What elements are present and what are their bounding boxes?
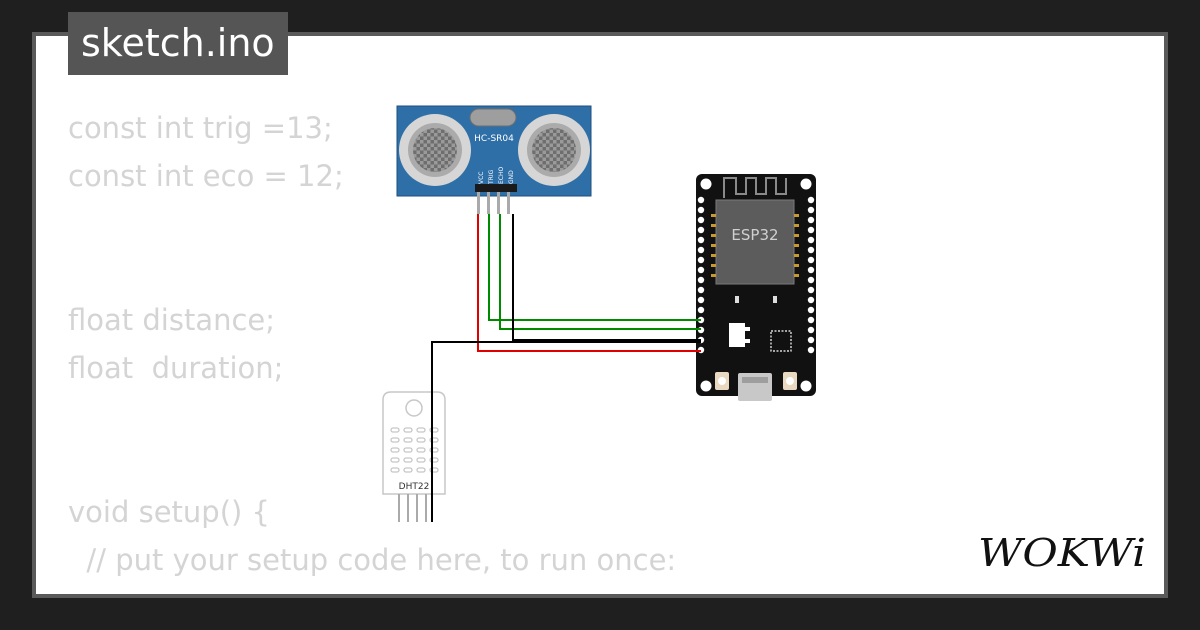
dht22-label: DHT22 [399,482,430,492]
pin-label-vcc: VCC [478,172,485,184]
wire-vcc[interactable] [477,214,701,352]
pin-label-trig: TRIG [488,169,495,185]
code-line: const int trig =13; [68,111,333,145]
wire-gnd[interactable] [512,214,701,341]
code-line: // put your setup code here, to run once… [68,543,677,577]
pin-label-gnd: GND [508,170,515,184]
hc-sr04-label: HC-SR04 [474,134,514,144]
code-line: float distance; [68,303,276,337]
wire-dht-gnd[interactable] [431,341,701,522]
code-line: float duration; [68,351,284,385]
code-line: const int eco = 12; [68,159,344,193]
code-preview: const int trig =13; const int eco = 12; fl… [68,104,676,594]
wire-echo[interactable] [499,214,701,330]
pin-label-echo: ECHO [498,167,505,184]
esp32-label: ESP32 [731,226,778,244]
wokwi-logo-text: WOKWi [978,531,1146,575]
dht22-sensor[interactable]: DHT22 [382,391,446,522]
esp32-board[interactable]: ESP32 [696,174,816,401]
wire-trig[interactable] [488,214,701,321]
wokwi-logo: WOKWi [978,531,1146,575]
code-line: Serial.begin(115200); [68,584,676,594]
sketch-title-tab[interactable]: sketch.ino [68,12,288,75]
code-line: void setup() { [68,495,270,529]
simulation-canvas[interactable]: const int trig =13; const int eco = 12; fl… [36,36,1164,594]
hc-sr04-sensor[interactable]: HC-SR04 VCC TRIG ECHO GND [396,105,592,214]
